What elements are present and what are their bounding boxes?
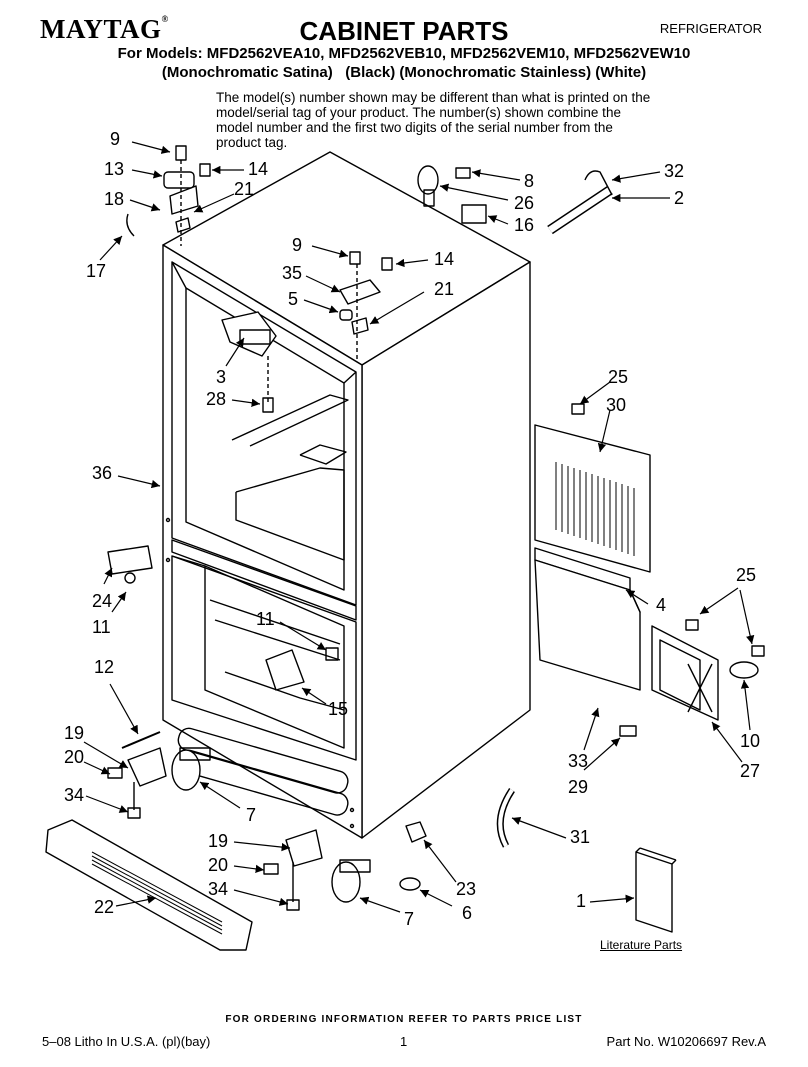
- callout-24: 24: [92, 591, 113, 611]
- callout-32: 32: [664, 161, 685, 181]
- callout-1: 1: [576, 891, 587, 911]
- callout-23: 23: [456, 879, 477, 899]
- part-number: Part No. W10206697 Rev.A: [606, 1034, 766, 1049]
- page-number: 1: [400, 1034, 408, 1049]
- hinge-shim: [169, 185, 199, 215]
- callout-35: 35: [282, 263, 303, 283]
- screw-28: [262, 397, 274, 413]
- callout-5: 5: [288, 289, 299, 309]
- print-info: 5–08 Litho In U.S.A. (pl)(bay): [42, 1034, 211, 1049]
- callout-7b: 7: [404, 909, 415, 929]
- callout-15: 15: [328, 699, 349, 719]
- callout-3: 3: [216, 367, 227, 387]
- callout-22: 22: [94, 897, 115, 917]
- leveler-34: [127, 807, 141, 819]
- hinge-cap-26: [417, 165, 439, 195]
- callout-6: 6: [462, 903, 473, 923]
- tube-17: [126, 213, 135, 237]
- ring-6: [399, 877, 421, 891]
- tube-32: [584, 170, 613, 196]
- bracket-19b: [285, 829, 323, 867]
- screw-9b: [349, 251, 361, 265]
- callout-30: 30: [606, 395, 627, 415]
- clamp-23: [405, 821, 427, 843]
- rod-12: [121, 731, 161, 749]
- bracket-19: [127, 747, 167, 787]
- literature-parts-label: Literature Parts: [600, 938, 683, 952]
- callout-7: 7: [246, 805, 257, 825]
- callout-11: 11: [92, 617, 111, 637]
- mullion: [171, 539, 357, 621]
- page-title: CABINET PARTS: [299, 16, 509, 46]
- callout-4: 4: [656, 595, 667, 615]
- literature-1: [635, 851, 673, 933]
- callout-14b: 14: [434, 249, 455, 269]
- callout-19b: 19: [208, 831, 229, 851]
- callout-20b: 20: [208, 855, 229, 875]
- callout-34: 34: [64, 785, 85, 805]
- callout-8: 8: [524, 171, 535, 191]
- callout-9b: 9: [292, 235, 303, 255]
- callout-27: 27: [740, 761, 761, 781]
- screw-11: [325, 647, 339, 661]
- callout-9: 9: [110, 129, 121, 149]
- callout-26: 26: [514, 193, 535, 213]
- callout-14: 14: [248, 159, 269, 179]
- screw-9: [175, 145, 187, 161]
- callout-21: 21: [234, 179, 255, 199]
- callout-29: 29: [568, 777, 589, 797]
- callout-19: 19: [64, 723, 85, 743]
- part-16: [461, 204, 487, 224]
- bracket-27: [651, 625, 719, 721]
- roller-7: [171, 749, 201, 791]
- callout-21b: 21: [434, 279, 455, 299]
- callout-18: 18: [104, 189, 125, 209]
- model-notice: The model(s) number shown may be differe…: [216, 90, 651, 150]
- callout-16: 16: [514, 215, 535, 235]
- product-category: REFRIGERATOR: [659, 21, 762, 36]
- bracket-3: [221, 311, 277, 357]
- callout-33: 33: [568, 751, 589, 771]
- callout-31: 31: [570, 827, 591, 847]
- callout-34b: 34: [208, 879, 229, 899]
- screw-25: [571, 403, 585, 415]
- callout-11b: 11: [256, 609, 275, 629]
- screw-8: [455, 167, 471, 179]
- clamp-10: [729, 661, 759, 679]
- callout-13: 13: [104, 159, 125, 179]
- callout-25b: 25: [736, 565, 757, 585]
- callout-20: 20: [64, 747, 85, 767]
- callout-28: 28: [206, 389, 227, 409]
- callout-36: 36: [92, 463, 113, 483]
- callout-12: 12: [94, 657, 115, 677]
- model-list: For Models: MFD2562VEA10, MFD2562VEB10, …: [117, 45, 691, 62]
- ordering-info: FOR ORDERING INFORMATION REFER TO PARTS …: [225, 1014, 583, 1025]
- bracket-15: [265, 649, 305, 691]
- brand-logo: MAYTAG®: [40, 14, 169, 44]
- shim-21b: [351, 317, 369, 335]
- shim-21: [175, 217, 191, 233]
- hinge-35: [339, 279, 381, 305]
- finish-list: (Monochromatic Satina) (Black) (Monochro…: [161, 64, 647, 81]
- bracket-24: [107, 545, 153, 575]
- cover-33: [534, 559, 641, 691]
- part-29: [619, 725, 637, 737]
- callout-25: 25: [608, 367, 629, 387]
- callout-17: 17: [86, 261, 107, 281]
- callout-10: 10: [740, 731, 761, 751]
- grille-22: [45, 819, 253, 951]
- roller-7b: [331, 861, 361, 903]
- hinge-13: [163, 171, 195, 189]
- fresh-food-opening: [171, 261, 357, 606]
- cabinet-front: [162, 244, 363, 839]
- callout-2: 2: [674, 188, 685, 208]
